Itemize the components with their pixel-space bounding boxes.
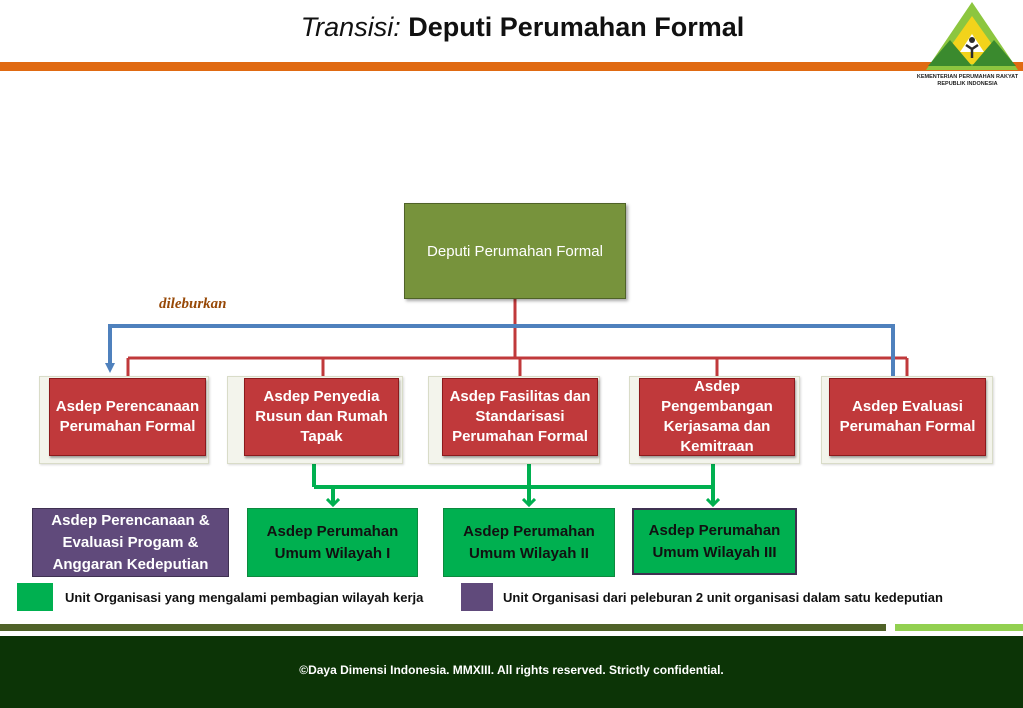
page-title: Transisi: Deputi Perumahan Formal — [0, 12, 1023, 43]
legend-purple-swatch — [461, 583, 493, 611]
legend-green-label: Unit Organisasi yang mengalami pembagian… — [65, 590, 424, 605]
asdep-label-1: Asdep Perencanaan Perumahan Formal — [55, 398, 200, 435]
regional-unit-box-3: Asdep Perumahan Umum Wilayah III — [632, 508, 797, 575]
hierarchy-lines — [126, 299, 909, 378]
asdep-box-fasilitas: Asdep Fasilitas dan Standarisasi Perumah… — [442, 378, 598, 456]
regional-unit-label-3: Asdep Perumahan Umum Wilayah III — [648, 521, 781, 561]
split-lines — [312, 458, 713, 505]
footer-divider-dark — [0, 624, 886, 631]
merge-label: dileburkan — [159, 296, 227, 312]
merge-line — [105, 324, 895, 378]
logo-caption: KEMENTERIAN PERUMAHAN RAKYAT REPUBLIK IN… — [912, 74, 1023, 88]
title-main: Deputi Perumahan Formal — [408, 12, 745, 42]
merged-unit-label: Asdep Perencanaan & Evaluasi Progam & An… — [51, 511, 210, 573]
legend-green-swatch — [17, 583, 53, 611]
asdep-box-perencanaan: Asdep Perencanaan Perumahan Formal — [49, 378, 206, 456]
regional-unit-label-2: Asdep Perumahan Umum Wilayah II — [463, 522, 595, 562]
legend-purple-label: Unit Organisasi dari peleburan 2 unit or… — [503, 590, 943, 605]
asdep-label-3: Asdep Fasilitas dan Standarisasi Perumah… — [449, 388, 591, 445]
ministry-logo-icon — [926, 2, 1018, 70]
root-unit-label: Deputi Perumahan Formal — [427, 242, 603, 260]
footer-bar — [0, 636, 1023, 708]
logo-caption-line1: KEMENTERIAN PERUMAHAN RAKYAT — [916, 74, 1019, 80]
asdep-label-2: Asdep Penyedia Rusun dan Rumah Tapak — [255, 388, 388, 445]
asdep-label-4: Asdep Pengembangan Kerjasama dan Kemitra… — [661, 378, 773, 455]
footer-copyright: ©Daya Dimensi Indonesia. MMXIII. All rig… — [299, 663, 724, 677]
logo-caption-line2: REPUBLIK INDONESIA — [937, 81, 998, 87]
title-prefix: Transisi: — [300, 12, 401, 42]
asdep-box-pengembangan: Asdep Pengembangan Kerjasama dan Kemitra… — [639, 378, 795, 456]
asdep-label-5: Asdep Evaluasi Perumahan Formal — [839, 398, 976, 435]
header-divider — [0, 62, 1023, 71]
regional-unit-box-2: Asdep Perumahan Umum Wilayah II — [443, 508, 615, 577]
footer-divider-light — [895, 624, 1023, 631]
root-unit-box: Deputi Perumahan Formal — [404, 203, 626, 299]
regional-unit-box-1: Asdep Perumahan Umum Wilayah I — [247, 508, 418, 577]
merged-unit-box: Asdep Perencanaan & Evaluasi Progam & An… — [32, 508, 229, 577]
asdep-box-evaluasi: Asdep Evaluasi Perumahan Formal — [829, 378, 986, 456]
asdep-box-penyedia: Asdep Penyedia Rusun dan Rumah Tapak — [244, 378, 399, 456]
regional-unit-label-1: Asdep Perumahan Umum Wilayah I — [266, 522, 399, 562]
